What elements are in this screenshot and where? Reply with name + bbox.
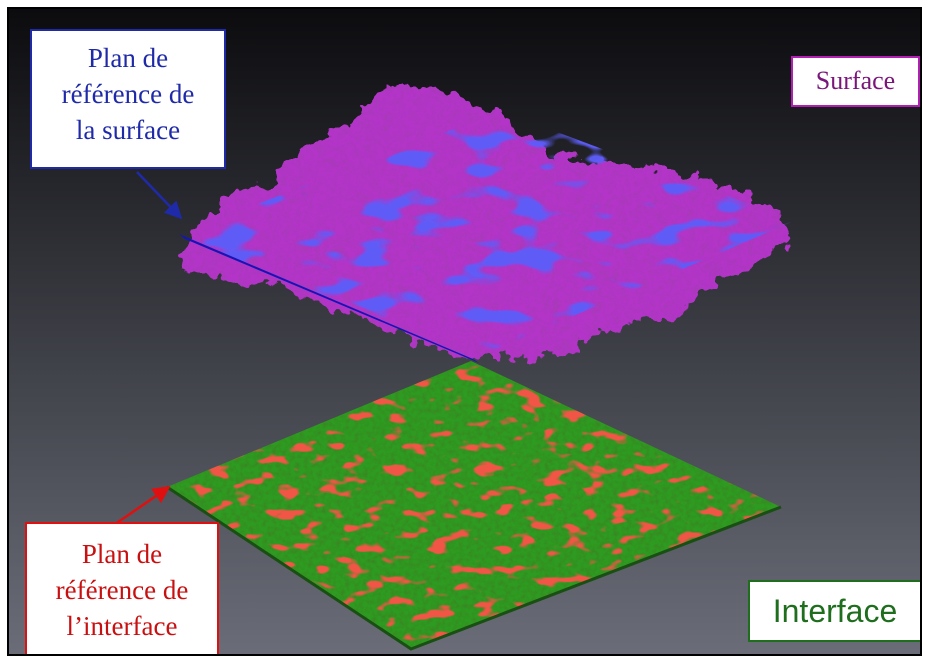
interface-plane-arrow xyxy=(110,485,171,529)
label-line: la surface xyxy=(75,115,181,145)
label-line: l’interface xyxy=(66,611,178,641)
label-line: référence de xyxy=(55,575,189,605)
label-line: Plan de xyxy=(81,539,163,569)
reference-plane-surface-label: Plan de référence de la surface xyxy=(30,29,226,169)
interface-rough-layer xyxy=(166,361,782,651)
interface-label: Interface xyxy=(748,580,920,642)
figure-frame: Plan de référence de la surface Surface … xyxy=(7,7,922,656)
reference-plane-interface-label: Plan de référence de l’interface xyxy=(25,522,219,654)
label-line: Plan de xyxy=(87,43,169,73)
label-line: référence de xyxy=(61,79,195,109)
surface-plane-arrow xyxy=(136,171,183,220)
surface-label: Surface xyxy=(791,56,920,107)
surface-layer xyxy=(179,84,794,363)
